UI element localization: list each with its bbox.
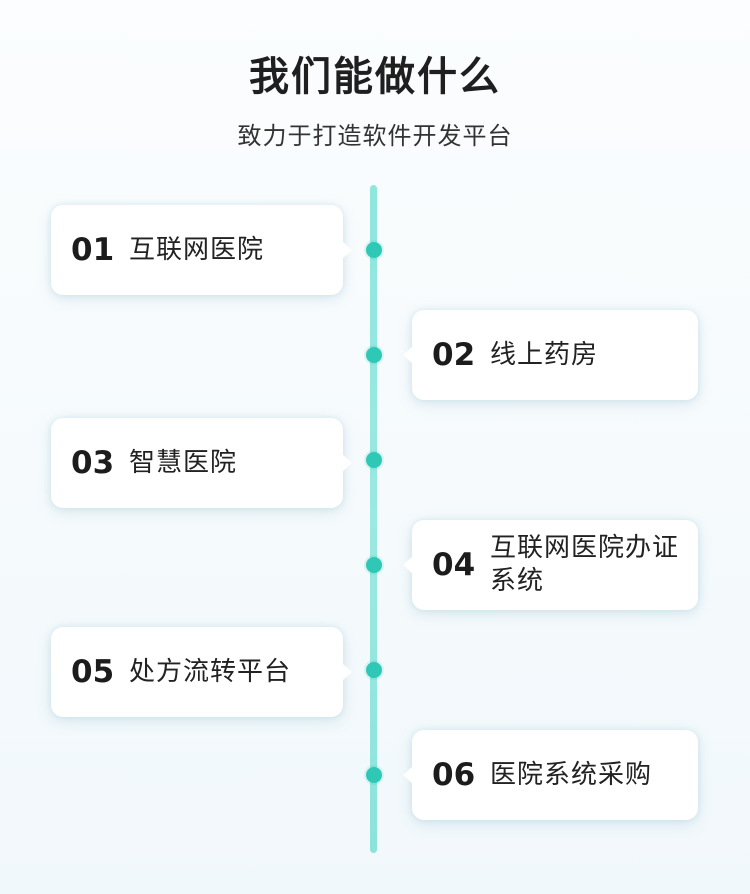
service-card-05[interactable]: 05 处方流转平台 bbox=[51, 627, 352, 717]
service-card-03[interactable]: 03 智慧医院 bbox=[51, 418, 352, 508]
timeline-dot-1 bbox=[366, 242, 382, 258]
card-number: 01 bbox=[71, 232, 115, 268]
card-number: 04 bbox=[432, 547, 476, 583]
card-label: 互联网医院 bbox=[129, 234, 265, 265]
timeline-dot-3 bbox=[366, 452, 382, 468]
card-number: 06 bbox=[432, 757, 476, 793]
card-label: 互联网医院办证系统 bbox=[490, 533, 680, 596]
timeline-dot-2 bbox=[366, 347, 382, 363]
service-card-06[interactable]: 06 医院系统采购 bbox=[403, 730, 698, 820]
timeline-dot-6 bbox=[366, 767, 382, 783]
timeline-line bbox=[370, 185, 377, 853]
card-number: 05 bbox=[71, 654, 115, 690]
card-number: 02 bbox=[432, 337, 476, 373]
page-title: 我们能做什么 bbox=[249, 54, 501, 100]
timeline-dot-4 bbox=[366, 557, 382, 573]
service-card-04[interactable]: 04 互联网医院办证系统 bbox=[403, 520, 698, 610]
card-label: 智慧医院 bbox=[129, 447, 238, 478]
service-card-01[interactable]: 01 互联网医院 bbox=[51, 205, 352, 295]
page-subtitle: 致力于打造软件开发平台 bbox=[237, 122, 513, 150]
card-label: 处方流转平台 bbox=[129, 656, 292, 687]
timeline-dot-5 bbox=[366, 662, 382, 678]
service-card-02[interactable]: 02 线上药房 bbox=[403, 310, 698, 400]
card-label: 医院系统采购 bbox=[490, 759, 653, 790]
card-label: 线上药房 bbox=[490, 339, 599, 370]
card-number: 03 bbox=[71, 445, 115, 481]
